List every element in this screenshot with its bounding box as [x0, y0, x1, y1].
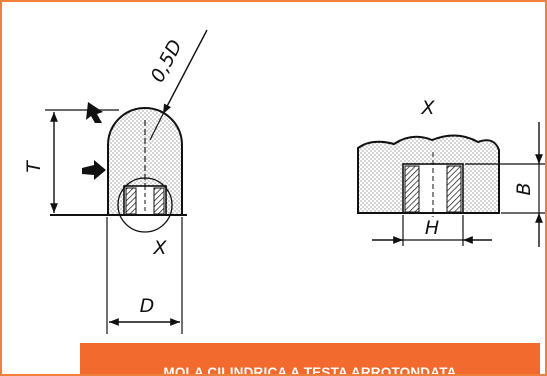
- caption-banner: MOLA CILINDRICA A TESTA ARROTONDATA: [80, 343, 540, 376]
- dimension-d-label: D: [140, 295, 155, 317]
- dimension-b-label: B: [513, 182, 535, 195]
- detail-title: X: [420, 97, 435, 119]
- dimension-t-label: T: [23, 160, 45, 173]
- radius-leader: [162, 29, 208, 115]
- side-view: T D 0,5D X: [23, 29, 208, 334]
- force-arrow-side: [82, 160, 106, 180]
- section-label: X: [152, 237, 167, 259]
- force-arrow-top: [86, 102, 103, 123]
- detail-view: X H B: [357, 97, 545, 247]
- caption-text: MOLA CILINDRICA A TESTA ARROTONDATA: [163, 365, 457, 376]
- detail-circle: [117, 177, 173, 233]
- dimension-h-label: H: [425, 217, 439, 239]
